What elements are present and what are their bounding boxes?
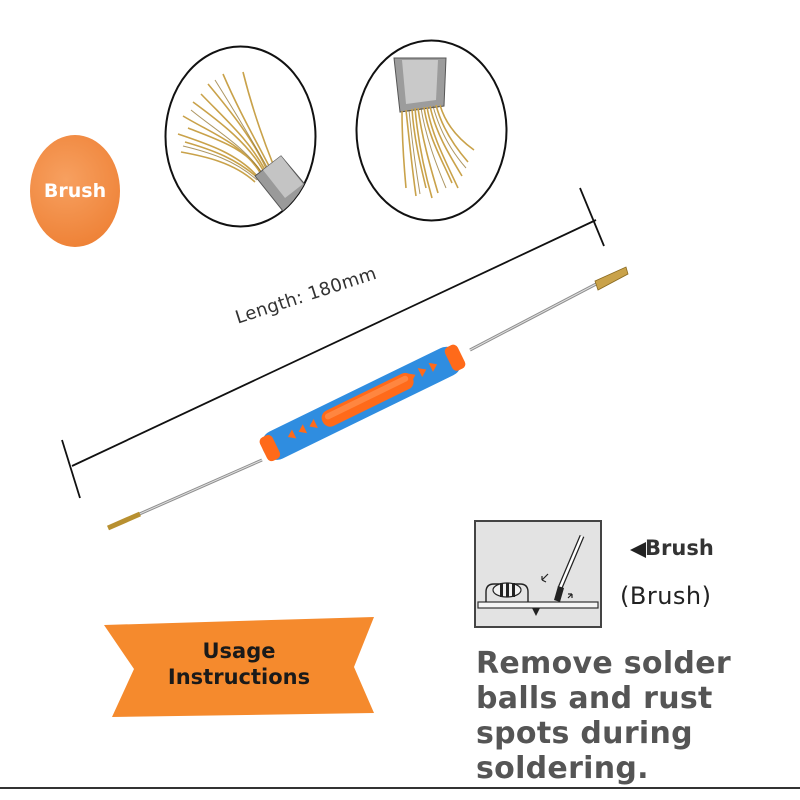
ribbon-line-1: Usage [202,639,276,663]
brush-drawing [541,535,585,602]
soldering-brush-tool [106,266,629,531]
brush-badge: Brush [30,135,120,247]
ribbon-line-2: Instructions [167,665,311,689]
usage-instructions-title: Usage Instructions [104,638,374,690]
usage-description: Remove solder balls and rust spots durin… [476,646,731,786]
usage-diagram [474,520,602,628]
bristles-closeup-left [163,44,318,229]
measurement-line [61,187,605,499]
bristles-closeup-right [354,38,509,223]
usage-ribbon [104,617,374,717]
arrow-left-icon [630,542,646,558]
bottom-divider [0,787,800,789]
brush-caption-parenthesized: (Brush) [620,582,712,610]
brush-caption: Brush [645,536,714,560]
resistor-component [485,582,529,602]
